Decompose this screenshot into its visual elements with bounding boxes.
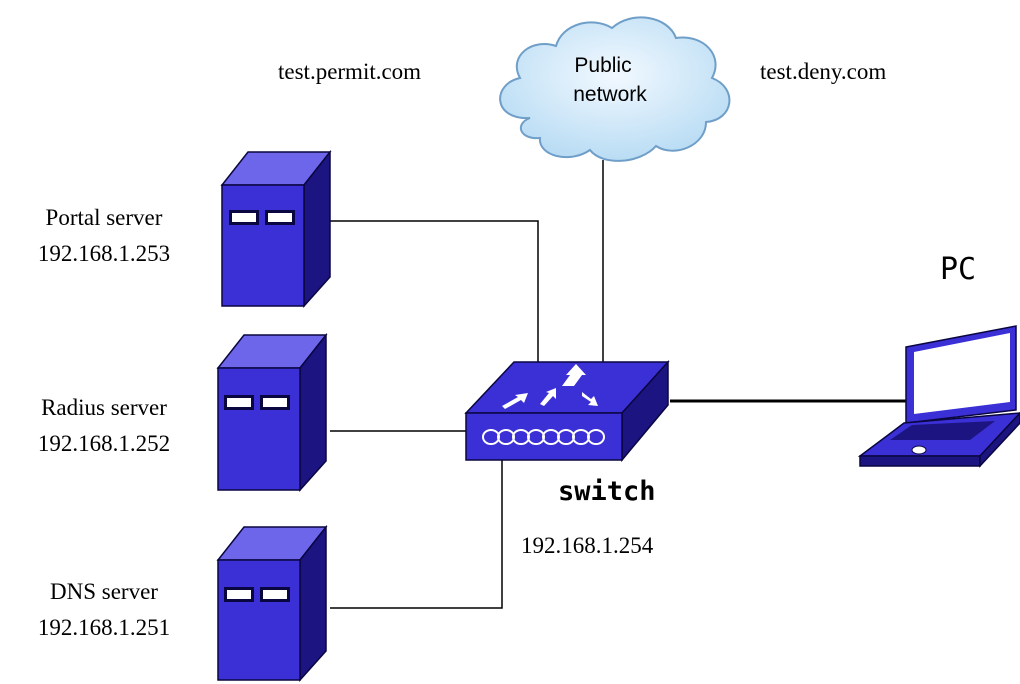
link-portal-switch (330, 220, 539, 362)
cloud-label-line1: Public (574, 54, 631, 77)
cloud-icon (499, 16, 731, 162)
switch-icon (464, 360, 670, 463)
switch-name: switch (558, 476, 656, 507)
radius-server-ip: 192.168.1.252 (38, 431, 170, 456)
pc-laptop-icon (857, 325, 1020, 468)
portal-server-icon (220, 149, 332, 308)
public-network-cloud: Public network (499, 16, 731, 162)
permit-site-label: test.permit.com (278, 59, 421, 84)
dns-server-icon (216, 524, 328, 682)
cloud-label-line2: network (573, 83, 647, 106)
radius-server-name: Radius server (41, 395, 167, 420)
link-dns-switch (330, 442, 503, 609)
portal-server-name: Portal server (46, 205, 163, 230)
switch-ip: 192.168.1.254 (521, 533, 654, 558)
portal-server-ip: 192.168.1.253 (38, 241, 170, 266)
dns-server-ip: 192.168.1.251 (38, 615, 170, 640)
deny-site-label: test.deny.com (760, 59, 886, 84)
connection-links (330, 160, 912, 609)
dns-server-name: DNS server (50, 579, 158, 604)
radius-server-icon (216, 332, 328, 492)
pc-label: PC (940, 252, 976, 287)
